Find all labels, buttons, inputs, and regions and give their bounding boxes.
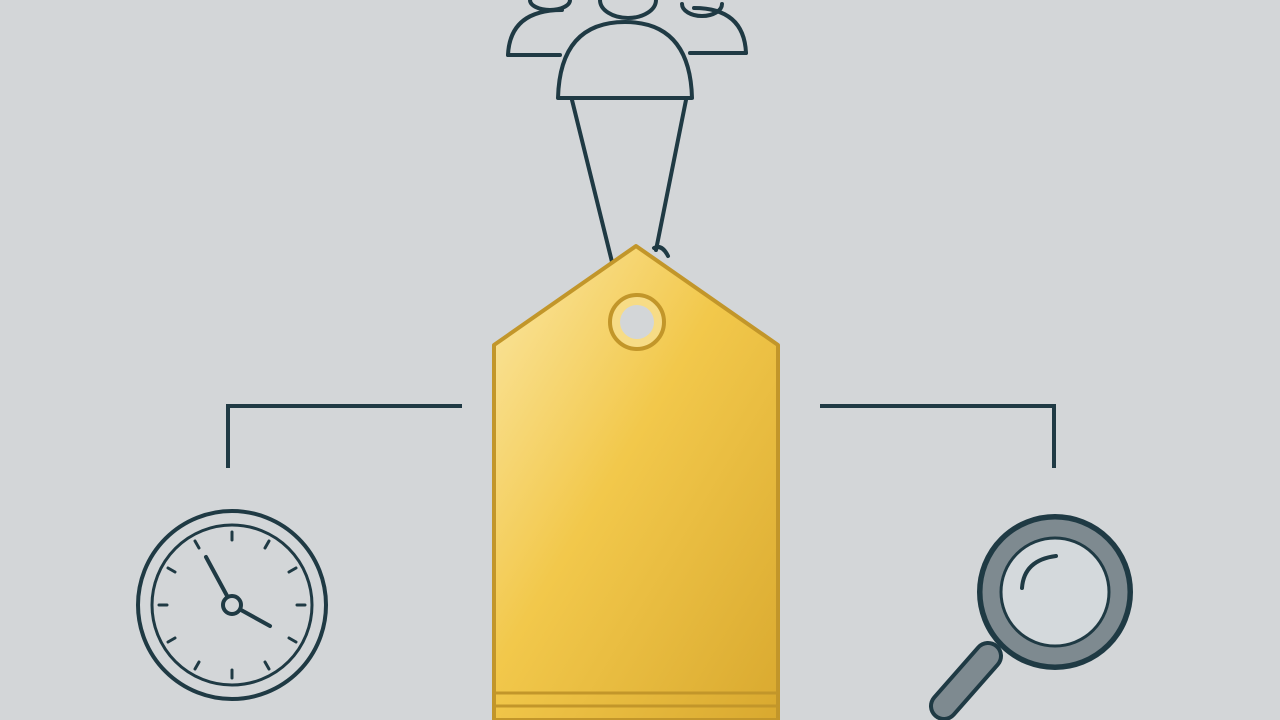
price-tag-icon bbox=[492, 244, 780, 720]
left-connector-line bbox=[226, 404, 462, 468]
clock-icon bbox=[136, 509, 328, 701]
right-connector-line bbox=[820, 404, 1056, 468]
people-group-icon bbox=[506, 0, 748, 311]
magnifying-glass-icon bbox=[929, 514, 1133, 720]
